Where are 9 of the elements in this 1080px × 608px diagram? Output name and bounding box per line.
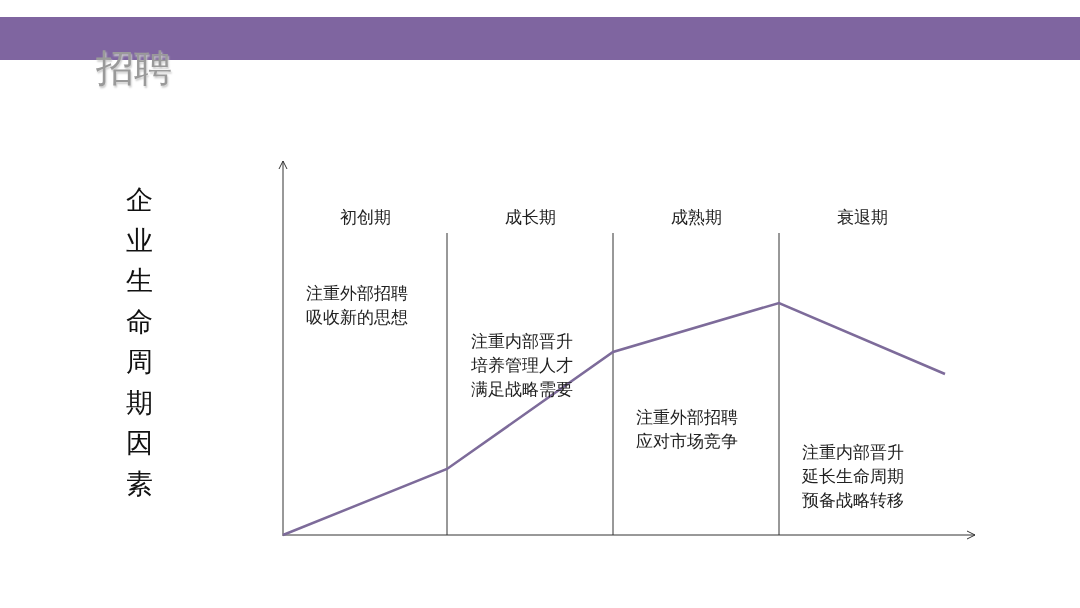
stage-label: 初创期 [339, 206, 391, 229]
stage-note: 注重外部招聘吸收新的思想 [306, 282, 409, 329]
axis-title: 企业生命周期因素 [126, 183, 153, 501]
stage-label: 成熟期 [670, 206, 722, 229]
stage-label: 衰退期 [836, 206, 888, 229]
page-title: 招聘 [96, 45, 172, 92]
stage-note: 注重内部晋升延长生命周期预备战略转移 [802, 441, 905, 512]
stage-note: 注重外部招聘应对市场竞争 [636, 406, 739, 453]
stage-label: 成长期 [504, 206, 556, 229]
